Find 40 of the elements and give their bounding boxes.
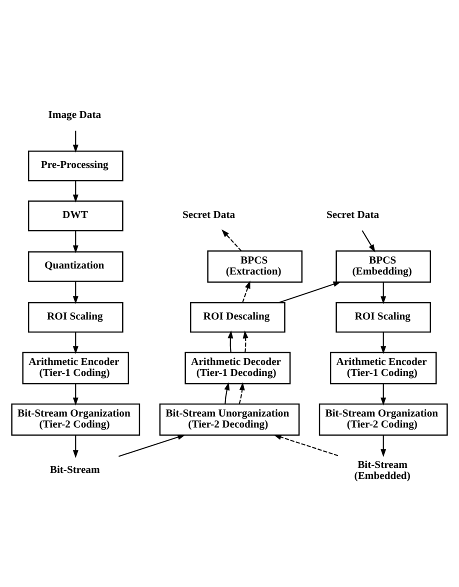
- node-box: Arithmetic Decoder (Tier-1 Decoding): [184, 351, 291, 384]
- node-box: Arithmetic Encoder (Tier-1 Coding): [22, 351, 130, 384]
- arrow: [278, 281, 342, 303]
- node-box: BPCS (Embedding): [336, 250, 432, 282]
- node-box: BPCS (Extraction): [207, 250, 303, 282]
- node-text: Bit-Stream: [50, 464, 100, 476]
- arrow: [380, 434, 386, 456]
- arrow: [238, 382, 245, 404]
- node-text: Secret Data: [182, 209, 236, 220]
- arrow: [118, 434, 186, 456]
- node-box: Bit-Stream Organization (Tier-2 Coding): [318, 402, 448, 436]
- arrow: [72, 180, 78, 202]
- arrow: [72, 383, 78, 405]
- node-box: Quantization: [28, 250, 124, 282]
- arrow: [224, 382, 230, 404]
- arrow: [222, 228, 242, 251]
- node-box: ROI Scaling: [28, 301, 124, 332]
- arrow: [72, 434, 78, 458]
- arrow: [380, 332, 386, 354]
- arrow: [228, 330, 234, 352]
- arrow: [274, 434, 338, 456]
- arrow: [72, 280, 78, 304]
- arrow: [242, 280, 250, 302]
- arrow: [380, 383, 386, 405]
- node-box: Bit-Stream Organization (Tier-2 Coding): [11, 402, 140, 436]
- node-box: Pre-Processing: [28, 150, 124, 181]
- node-box: ROI Scaling: [336, 301, 432, 332]
- arrow: [380, 282, 386, 304]
- node-text: Secret Data: [326, 209, 380, 220]
- node-box: DWT: [28, 200, 124, 231]
- node-text: Image Data: [48, 109, 102, 120]
- arrow: [72, 332, 78, 354]
- node-box: Arithmetic Encoder (Tier-1 Coding): [330, 351, 437, 384]
- arrow: [362, 230, 376, 252]
- node-box: ROI Descaling: [190, 301, 286, 332]
- node-box: Bit-Stream Unorganization (Tier-2 Decoding): [159, 402, 300, 436]
- arrow: [242, 330, 248, 352]
- arrow: [72, 130, 78, 152]
- arrow: [72, 230, 78, 253]
- node-text: Bit-Stream (Embedded): [354, 460, 410, 482]
